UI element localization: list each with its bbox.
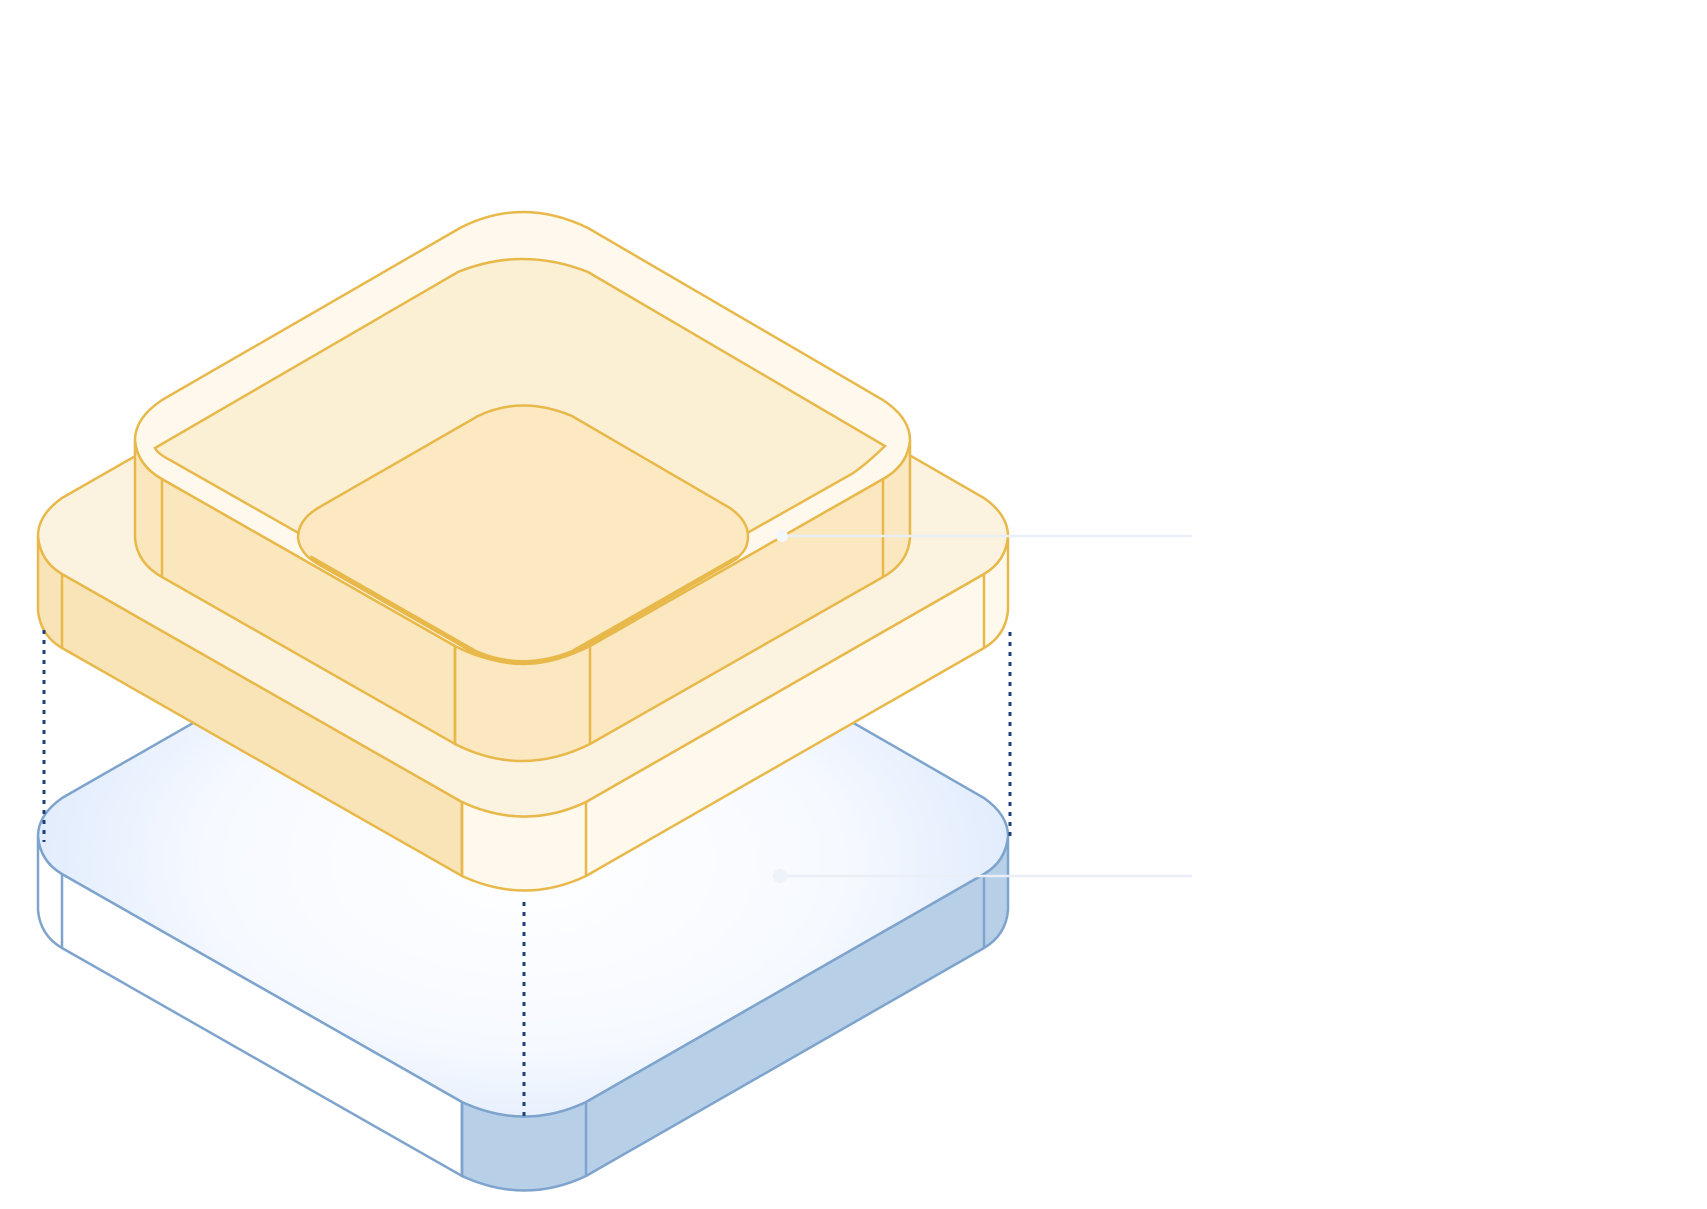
layer-connectors — [42, 630, 1012, 1118]
upper-layer-label: YOUR INSTITUTIONAL ALGORITHM — [1252, 493, 1659, 669]
label-leaders — [773, 530, 1192, 883]
base-layer-label: PLATFORM ENGINE AUTOMATION — [1252, 831, 1707, 947]
inner-core-block — [296, 404, 750, 666]
leader-base-dot — [773, 869, 787, 883]
upper-label-line-3: ALGORITHM — [1252, 613, 1573, 669]
leader-upper-dot — [776, 530, 788, 542]
upper-label-line-1: YOUR — [1252, 493, 1404, 549]
upper-label-line-2: INSTITUTIONAL — [1252, 553, 1659, 609]
inner-core-lip — [309, 555, 739, 664]
base-label-line-1: PLATFORM ENGINE — [1252, 831, 1707, 887]
base-label-line-2: AUTOMATION — [1252, 891, 1606, 947]
